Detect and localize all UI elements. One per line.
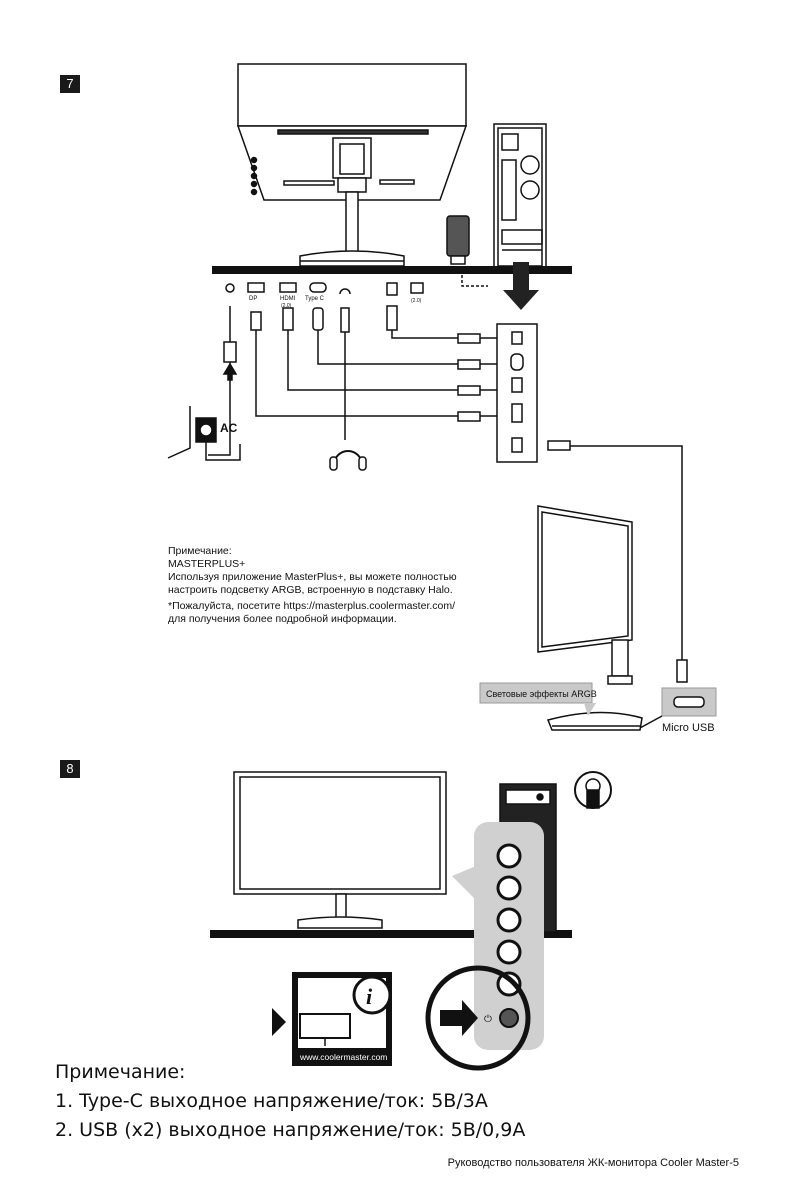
monitor-front-view	[233, 771, 447, 929]
monitor-button-panel: ⏻	[452, 822, 544, 1050]
arrow-down-icon	[503, 262, 539, 310]
step-7-badge: 7	[60, 75, 80, 93]
label-usb-sub: (2.0)	[411, 298, 422, 304]
argb-label: Световые эффекты ARGB	[486, 689, 597, 699]
ac-outlet-icon	[167, 406, 241, 461]
label-dp: DP	[249, 296, 257, 302]
pc-tower-rear	[493, 123, 547, 271]
label-ac: AC	[220, 421, 238, 435]
note-line-3: *Пожалуйста, посетите https://masterplus…	[168, 600, 456, 612]
note-line-2: настроить подсветку ARGB, встроенную в п…	[168, 584, 453, 596]
step-8-badge: 8	[60, 760, 80, 778]
monitor-portrait-view	[537, 505, 643, 731]
pc-io-panel	[496, 323, 538, 463]
zoom-circle	[425, 965, 531, 1071]
note-heading: Примечание:	[168, 545, 232, 557]
headphones-icon	[329, 450, 367, 471]
info-icon	[352, 975, 392, 1015]
usb-dongle	[446, 215, 470, 265]
argb-label-box	[479, 682, 593, 704]
label-hdmi-sub: (2.0)	[281, 303, 292, 309]
note-line-1: Используя приложение MasterPlus+, вы мож…	[168, 571, 457, 583]
note-line-4: для получения более подробной информации…	[168, 613, 397, 625]
info-icon-glyph: i	[366, 984, 373, 1009]
press-power-icon	[574, 771, 612, 809]
voltage-note-1: 1. Type-C выходное напряжение/ток: 5В/3А	[55, 1090, 488, 1112]
cable-group	[208, 305, 500, 456]
play-arrow-icon	[272, 1008, 286, 1036]
label-hdmi: HDMI	[280, 296, 296, 302]
note-brand: MASTERPLUS+	[168, 558, 246, 570]
micro-usb-label: Micro USB	[662, 722, 715, 734]
port-row	[225, 282, 424, 296]
page-footer: Руководство пользователя ЖК-монитора Coo…	[447, 1157, 739, 1169]
website-label: www.coolermaster.com	[299, 1052, 387, 1062]
masterplus-note: Примечание: MASTERPLUS+ Используя прилож…	[168, 545, 518, 626]
voltage-notes-heading: Примечание:	[55, 1061, 186, 1083]
monitor-rear-view	[236, 63, 468, 267]
voltage-notes: Примечание: 1. Type-C выходное напряжени…	[55, 1058, 525, 1145]
arrow-right-icon	[440, 1000, 478, 1036]
voltage-note-2: 2. USB (x2) выходное напряжение/ток: 5В/…	[55, 1119, 526, 1141]
label-type-c: Type C	[305, 296, 325, 302]
osd-info-screen	[292, 972, 392, 1066]
svg-text:⏻: ⏻	[484, 1014, 492, 1025]
